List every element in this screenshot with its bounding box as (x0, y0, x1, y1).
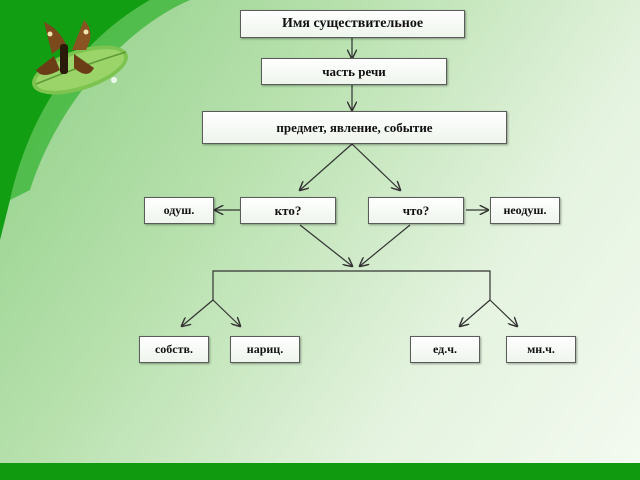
node-common: нариц. (230, 336, 300, 363)
node-part-of-speech: часть речи (261, 58, 447, 85)
node-singular: ед.ч. (410, 336, 480, 363)
node-meaning: предмет, явление, событие (202, 111, 507, 144)
arrow-meaning-to-what (351, 143, 400, 190)
butterfly-on-leaf-icon (32, 20, 128, 95)
node-root: Имя существительное (240, 10, 465, 38)
arrow-to-proper (182, 299, 214, 326)
arrow-to-singular (460, 299, 491, 326)
arrow-to-plural (489, 299, 517, 326)
node-plural: мн.ч. (506, 336, 576, 363)
node-proper: собств. (139, 336, 209, 363)
bracket-line (212, 270, 491, 300)
node-who: кто? (240, 197, 336, 224)
bottom-band (0, 463, 640, 480)
node-what: что? (368, 197, 464, 224)
node-inanimate: неодуш. (490, 197, 560, 224)
arrow-meaning-to-who (300, 143, 353, 190)
arrow-to-common (212, 299, 240, 326)
node-animate: одуш. (144, 197, 214, 224)
arrow-what-to-center (360, 224, 411, 266)
arrow-who-to-center (299, 224, 352, 266)
